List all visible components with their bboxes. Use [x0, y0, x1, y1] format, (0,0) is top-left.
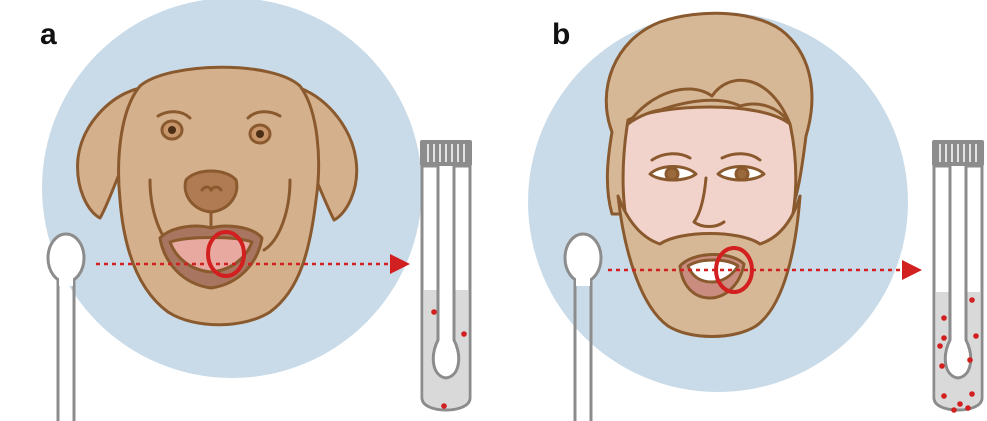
- panel-b-label: b: [552, 18, 570, 51]
- panel-a-swab: [48, 234, 84, 421]
- human-right-eye: [736, 168, 748, 180]
- panel-a: a: [40, 0, 472, 421]
- panel-a-sample-tube: [420, 140, 472, 410]
- panel-b: b: [528, 12, 984, 421]
- human-left-eye: [666, 168, 678, 180]
- panel-b-sample-tube: [932, 140, 984, 413]
- panel-a-label: a: [40, 18, 57, 51]
